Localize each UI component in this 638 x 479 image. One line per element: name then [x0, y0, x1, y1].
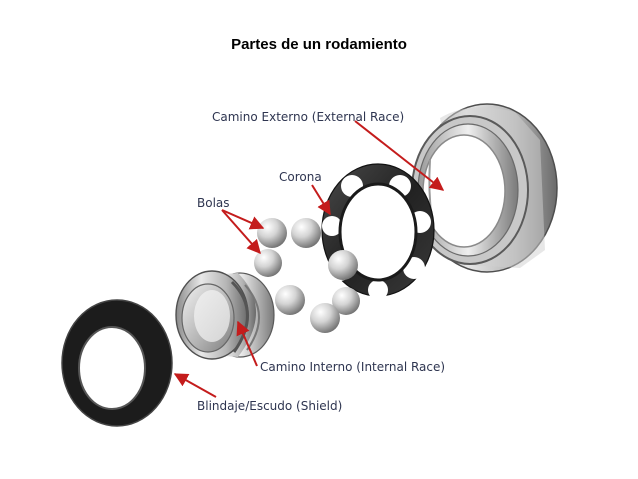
arrow-balls-2	[221, 209, 261, 255]
shield	[61, 299, 173, 427]
ball	[328, 250, 358, 280]
arrow-cage	[311, 184, 331, 216]
balls	[254, 218, 360, 333]
arrow-shield	[173, 373, 217, 398]
external-race	[411, 103, 558, 273]
label-shield: Blindaje/Escudo (Shield)	[197, 399, 342, 413]
ball	[275, 285, 305, 315]
ball	[332, 287, 360, 315]
label-balls: Bolas	[197, 196, 230, 210]
ball	[310, 303, 340, 333]
label-cage: Corona	[279, 170, 322, 184]
arrow-balls-1	[221, 209, 265, 230]
arrow-external-race	[354, 120, 445, 191]
internal-race	[175, 270, 275, 360]
label-internal-race: Camino Interno (Internal Race)	[260, 360, 445, 374]
ball	[254, 249, 282, 277]
label-external-race: Camino Externo (External Race)	[212, 110, 404, 124]
page-title: Partes de un rodamiento	[231, 36, 407, 53]
cage	[321, 163, 435, 300]
annotation-arrows	[173, 120, 445, 398]
arrow-internal-race	[236, 320, 258, 367]
ball	[291, 218, 321, 248]
ball	[257, 218, 287, 248]
